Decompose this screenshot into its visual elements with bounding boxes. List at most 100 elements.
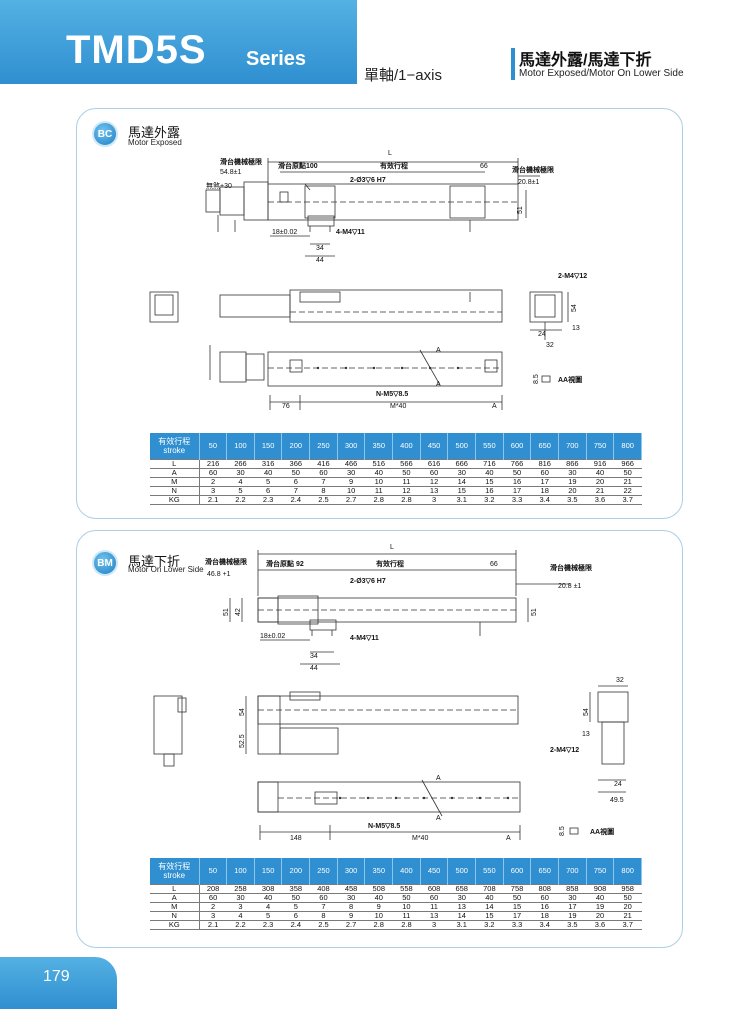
dim-51-right: 51 (531, 608, 538, 616)
table-cell: 60 (309, 893, 338, 903)
table-cell: 7 (309, 902, 338, 912)
table-cell: 2 (199, 477, 227, 487)
dim-51: 51 (517, 206, 524, 214)
table-cell: 708 (475, 883, 504, 894)
dim-208: 20.8±1 (518, 179, 539, 186)
table-cell: 2.8 (364, 920, 393, 930)
table-cell: 2.2 (226, 495, 255, 505)
table-cell: 408 (309, 883, 338, 894)
table-cell: 13 (420, 911, 448, 921)
table-cell: 2.2 (226, 920, 255, 930)
table-cell: 5 (281, 902, 310, 912)
dim-a-bottom: A (436, 381, 441, 388)
table-cell: 14 (447, 911, 476, 921)
table-cell: 21 (586, 486, 614, 496)
table-row-label: KG (150, 920, 200, 930)
dim-34: 34 (316, 245, 324, 252)
aa-view-label: AA視圖 (590, 827, 614, 836)
table-row-label: N (150, 486, 200, 496)
table-header-cell: 450 (420, 858, 449, 884)
table-cell: 15 (447, 486, 476, 496)
dim-13: 13 (582, 731, 590, 738)
table-header-cell: 400 (392, 858, 421, 884)
dim-stroke: 有效行程 (380, 161, 408, 170)
dim-m4: 4-M4▽11 (336, 229, 365, 236)
table-header-cell: 400 (392, 433, 421, 459)
table-cell: 2.3 (254, 495, 282, 505)
table-cell: 6 (281, 477, 310, 487)
table-cell: 2.5 (309, 920, 338, 930)
table-header-cell: 500 (447, 433, 477, 459)
table-cell: 666 (447, 458, 476, 469)
table-header-cell: 250 (309, 433, 338, 459)
table-cell: 7 (281, 486, 310, 496)
table-cell: 50 (392, 468, 421, 478)
table-cell: 2.7 (337, 920, 365, 930)
table-header-cell: 100 (226, 433, 255, 459)
section-subtitle: Motor Exposed (128, 138, 182, 147)
table-cell: 15 (475, 477, 504, 487)
table-header-cell: 550 (475, 433, 504, 459)
series-label: Series (246, 48, 307, 70)
dim-51-left: 51 (223, 608, 230, 616)
table-cell: 2.4 (281, 920, 310, 930)
table-cell: 2.3 (254, 920, 282, 930)
table-cell: 3.3 (503, 920, 531, 930)
table-cell: 3.7 (613, 920, 642, 930)
table-cell: 758 (503, 883, 531, 894)
dim-stroke: 有效行程 (376, 559, 404, 568)
table-cell: 40 (364, 893, 393, 903)
table-cell: 6 (254, 486, 282, 496)
table-cell: 40 (254, 893, 282, 903)
dim-origin: 滑台原點 92 (266, 559, 304, 568)
table-header-cell: 200 (281, 433, 311, 459)
table-cell: 2.1 (199, 920, 227, 930)
table-header-cell: 800 (613, 858, 642, 884)
table-cell: 18 (530, 486, 559, 496)
dim-slider-limit-right: 滑台機械極限 (550, 563, 593, 572)
table-cell: 13 (420, 486, 448, 496)
section-title: 馬達下折 (128, 554, 181, 569)
dim-54: 54 (239, 708, 246, 716)
axis-label: 單軸/1−axis (364, 67, 442, 84)
table-cell: 17 (503, 486, 531, 496)
table-cell: 2.8 (364, 495, 393, 505)
table-cell: 11 (364, 486, 393, 496)
header-accent-bar (511, 48, 515, 80)
table-header-cell: 150 (254, 858, 283, 884)
dim-44: 44 (316, 257, 324, 264)
table-cell: 958 (613, 883, 642, 894)
table-cell: 3.5 (558, 495, 587, 505)
table-cell: 20 (586, 911, 614, 921)
table-row-label: L (150, 883, 200, 894)
dim-24: 24 (538, 331, 546, 338)
table-cell: 416 (309, 458, 338, 469)
table-header-cell: 250 (309, 858, 338, 884)
dim-l: L (390, 544, 394, 551)
table-cell: 3.4 (530, 920, 559, 930)
table-cell: 3.1 (447, 920, 476, 930)
table-cell: 10 (392, 902, 421, 912)
table-cell: 4 (226, 477, 255, 487)
table-cell: 316 (254, 458, 282, 469)
dim-a-end: A (492, 403, 497, 410)
table-header-cell: 200 (281, 858, 311, 884)
table-cell: 3.1 (447, 495, 476, 505)
table-cell: 2.1 (199, 495, 227, 505)
table-cell: 3.7 (613, 495, 642, 505)
section-badge: BM (92, 550, 118, 576)
dim-origin: 滑台原點100 (278, 161, 318, 170)
table-cell: 60 (530, 468, 559, 478)
table-cell: 258 (226, 883, 255, 894)
table-cell: 21 (613, 911, 642, 921)
table-cell: 17 (503, 911, 531, 921)
table-cell: 40 (475, 468, 504, 478)
table-cell: 216 (199, 458, 227, 469)
dim-m40: M*40 (412, 835, 428, 842)
dim-85: 8.5 (533, 374, 540, 384)
dim-18: 18±0.02 (272, 229, 297, 236)
table-cell: 50 (281, 468, 310, 478)
